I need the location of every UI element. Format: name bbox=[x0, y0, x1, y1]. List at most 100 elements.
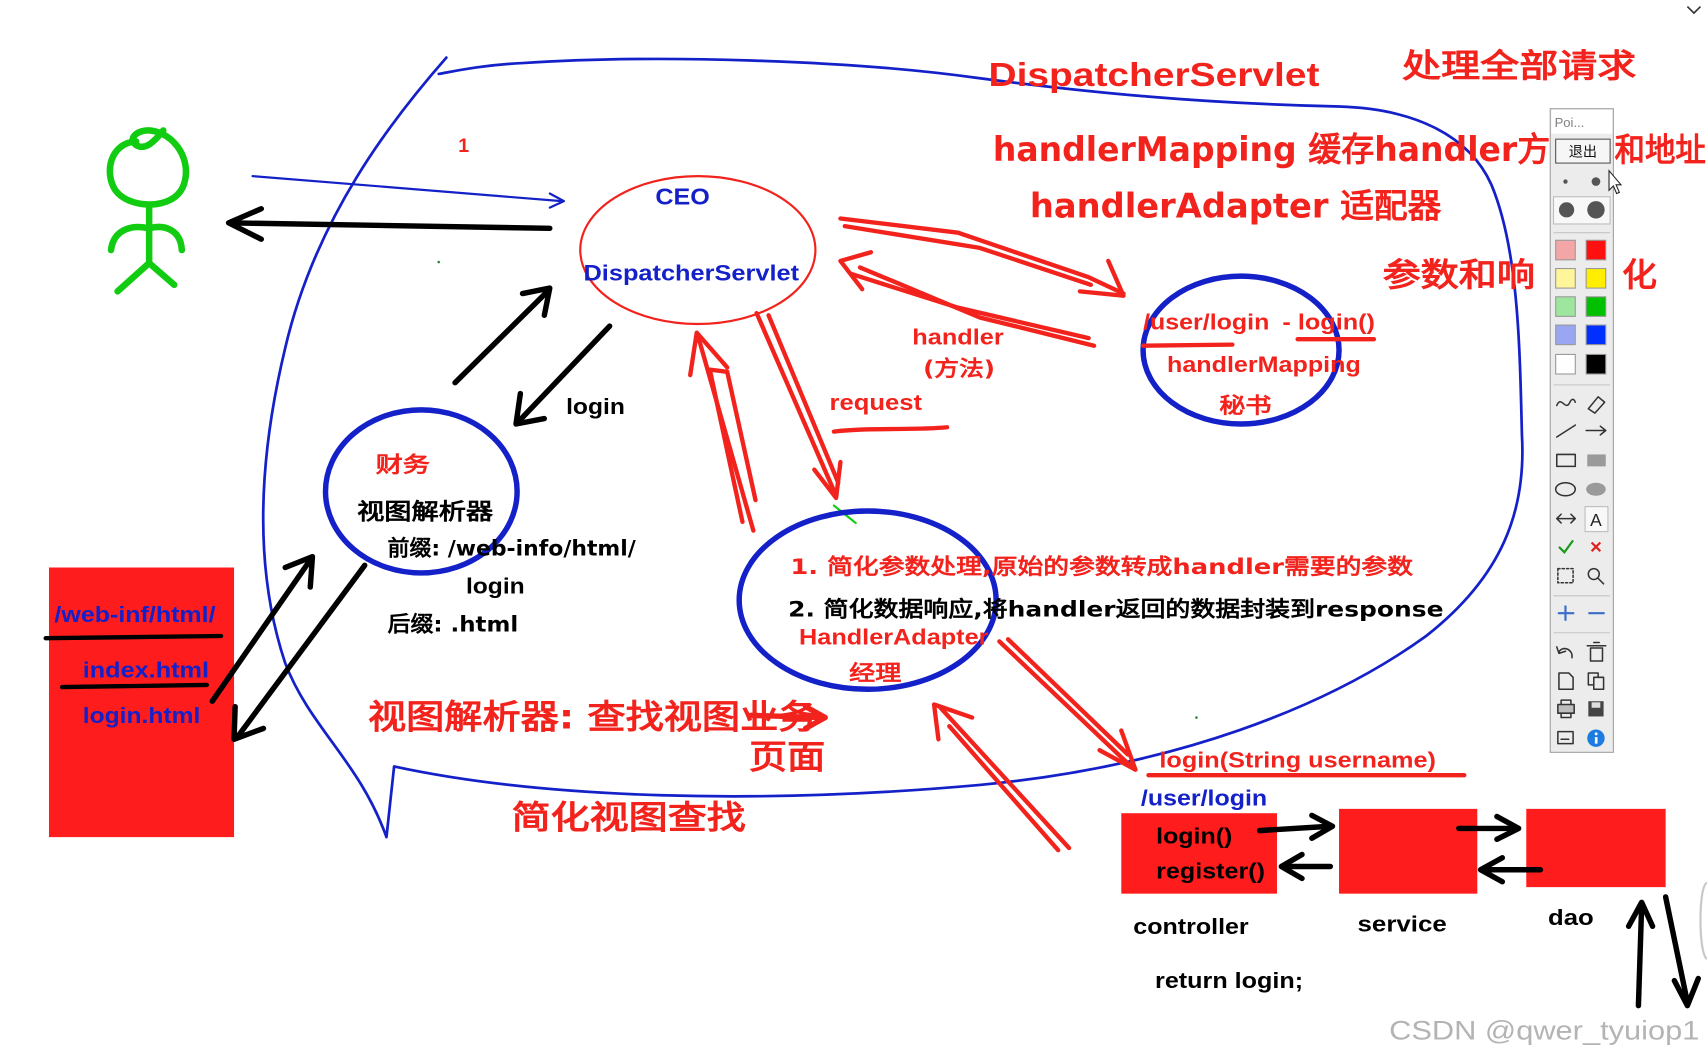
double-arrow-icon[interactable] bbox=[1556, 513, 1577, 524]
undo-icon[interactable] bbox=[1556, 646, 1573, 659]
color-swatch-white[interactable] bbox=[1555, 353, 1576, 375]
return-statement: return login; bbox=[1155, 968, 1303, 993]
copy-icon[interactable] bbox=[1587, 672, 1605, 691]
login-label: login bbox=[566, 394, 625, 419]
color-swatch-blue[interactable] bbox=[1585, 324, 1607, 346]
pen-size-large[interactable] bbox=[1558, 202, 1575, 218]
resolver-note-tail: 页面 bbox=[749, 738, 825, 777]
box-to-resolver-arrow bbox=[209, 553, 316, 704]
save-icon[interactable] bbox=[1588, 701, 1604, 717]
line-icon[interactable] bbox=[1556, 424, 1577, 438]
color-swatch-light-green[interactable] bbox=[1555, 296, 1576, 317]
pages-folder: /web-inf/html/ bbox=[54, 602, 215, 627]
zoom-in-icon[interactable] bbox=[1557, 605, 1575, 621]
eraser-icon[interactable] bbox=[1587, 396, 1606, 414]
color-swatch-light-yellow[interactable] bbox=[1555, 267, 1576, 289]
color-swatch-light-blue[interactable] bbox=[1555, 324, 1576, 346]
new-page-icon[interactable] bbox=[1558, 672, 1574, 691]
color-swatch-yellow[interactable] bbox=[1585, 267, 1607, 289]
adapter-point-2: 2. 简化数据响应,将handler返回的数据封装到response bbox=[788, 596, 1443, 622]
ellipse-icon[interactable] bbox=[1554, 481, 1577, 497]
service-box bbox=[1339, 808, 1478, 894]
user-head bbox=[106, 127, 190, 208]
ink-dot bbox=[437, 260, 441, 264]
params-note-tail: 化 bbox=[1622, 256, 1657, 294]
window-edge bbox=[1699, 881, 1707, 960]
arrow-icon[interactable] bbox=[1585, 425, 1607, 436]
adapter-name: HandlerAdapter bbox=[799, 625, 989, 650]
check-icon[interactable] bbox=[1558, 539, 1574, 554]
chevron-down-icon[interactable] bbox=[1686, 5, 1702, 15]
pages-file-index: index.html bbox=[83, 657, 209, 682]
user-arms bbox=[107, 223, 186, 254]
controller-method-login: login() bbox=[1156, 824, 1232, 849]
dispatcher-name: DispatcherServlet bbox=[584, 261, 800, 286]
database-up-arrow bbox=[1625, 899, 1656, 1009]
user-legs bbox=[114, 259, 178, 295]
text-icon[interactable]: A bbox=[1584, 506, 1609, 533]
resolver-role: 财务 bbox=[376, 453, 431, 478]
rectangle-icon[interactable] bbox=[1556, 453, 1577, 468]
print-icon[interactable] bbox=[1557, 699, 1575, 719]
dao-to-service-arrow bbox=[1477, 855, 1544, 885]
resolver-prefix: 前缀: /web-info/html/ bbox=[388, 536, 636, 562]
pages-file-underline bbox=[59, 682, 210, 690]
color-swatch-green[interactable] bbox=[1585, 296, 1607, 317]
service-to-controller-arrow bbox=[1278, 851, 1334, 882]
pages-file-login: login.html bbox=[83, 703, 201, 728]
dispatcher-to-mapping-arrow bbox=[838, 216, 1126, 298]
handler-mapping-node bbox=[1140, 273, 1342, 427]
pen-size-small[interactable] bbox=[1563, 179, 1568, 184]
controller-box bbox=[1121, 813, 1277, 894]
resolver-name: 视图解析器 bbox=[357, 499, 494, 526]
crop-icon[interactable] bbox=[1557, 567, 1574, 584]
resolver-note: 视图解析器: 查找视图业务 bbox=[368, 697, 817, 736]
color-swatch-red[interactable] bbox=[1585, 239, 1607, 261]
adapter-point-1: 1. 简化参数处理,原始的参数转成handler需要的参数 bbox=[790, 554, 1413, 580]
toolbar-titlebar[interactable] bbox=[1551, 109, 1613, 134]
mapping-name: handlerMapping bbox=[1167, 352, 1361, 377]
controller-to-adapter-arrow bbox=[931, 702, 1072, 853]
info-icon[interactable] bbox=[1587, 729, 1605, 747]
handler-label: handler bbox=[912, 325, 1004, 350]
screen-icon[interactable] bbox=[1557, 730, 1574, 745]
controller-path: /user/login bbox=[1141, 786, 1267, 811]
mapping-to-dispatcher-arrow bbox=[838, 250, 1097, 348]
freehand-icon[interactable] bbox=[1556, 398, 1577, 407]
drawing-toolbar: Poi... 退出 A bbox=[1549, 108, 1614, 753]
pages-box bbox=[48, 567, 235, 838]
resolver-to-dispatcher-arrow bbox=[452, 285, 553, 386]
zoom-icon[interactable] bbox=[1587, 567, 1605, 585]
mapping-path-underline bbox=[1140, 337, 1377, 348]
trash-icon[interactable] bbox=[1586, 641, 1607, 662]
exit-button-label: 退出 bbox=[1569, 145, 1597, 161]
dispatcher-role: CEO bbox=[655, 183, 709, 209]
exit-button[interactable]: 退出 bbox=[1555, 138, 1611, 164]
mapping-role: 秘书 bbox=[1219, 393, 1272, 419]
resolver-page: login bbox=[466, 574, 525, 599]
adapter-role: 经理 bbox=[849, 661, 902, 687]
color-swatch-light-red[interactable] bbox=[1555, 239, 1576, 261]
pen-size-medium[interactable] bbox=[1591, 177, 1601, 186]
handler-note-label: (方法) bbox=[923, 356, 995, 382]
system-boundary-outline bbox=[261, 56, 1524, 839]
color-swatch-black[interactable] bbox=[1585, 353, 1607, 375]
pen-size-xlarge[interactable] bbox=[1587, 201, 1605, 219]
service-to-dao-arrow bbox=[1456, 813, 1522, 843]
mapping-method: - login() bbox=[1282, 309, 1375, 334]
resolver-note-arrow bbox=[748, 703, 828, 732]
filled-ellipse-icon[interactable] bbox=[1586, 482, 1606, 496]
dispatcher-to-resolver-arrow bbox=[513, 323, 613, 427]
request-arrow bbox=[251, 175, 566, 209]
adapter-to-dispatcher-arrow bbox=[688, 330, 758, 533]
filled-rectangle-icon[interactable] bbox=[1587, 454, 1606, 467]
resolver-to-box-arrow bbox=[231, 562, 368, 742]
request-label: request bbox=[830, 390, 923, 415]
layer-dao: dao bbox=[1548, 905, 1594, 930]
controller-to-service-arrow bbox=[1256, 812, 1336, 841]
dispatcher-title: DispatcherServlet bbox=[988, 56, 1319, 94]
close-icon[interactable] bbox=[1590, 541, 1602, 552]
ink-dot bbox=[1195, 716, 1198, 719]
watermark: CSDN @qwer_tyuiop1 bbox=[1389, 1014, 1699, 1045]
